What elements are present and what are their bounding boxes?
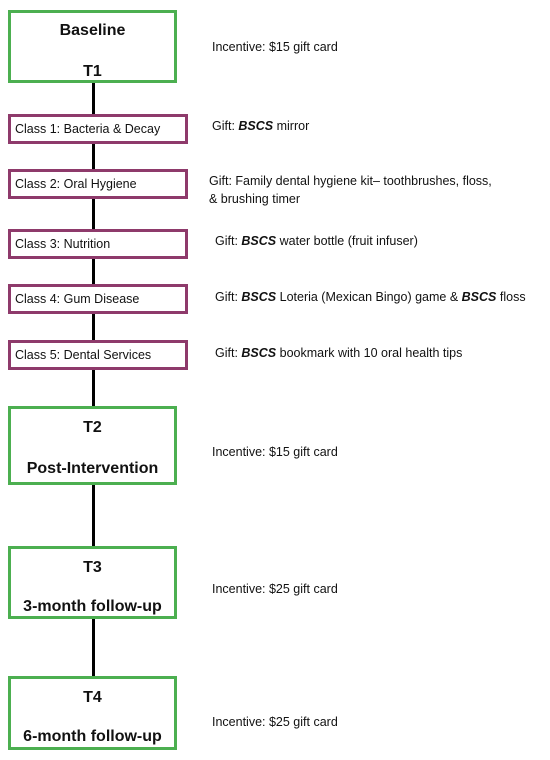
gift-brand-2: BSCS — [461, 290, 497, 304]
gift-brand: BSCS — [241, 290, 277, 304]
stage-box-t4: T4 6-month follow-up — [8, 676, 177, 750]
stage-title: Post-Intervention — [26, 460, 159, 477]
stage-timepoint: T1 — [83, 63, 102, 80]
gift-note-class-4: Gift: BSCS Loteria (Mexican Bingo) game … — [215, 288, 526, 306]
connector-line-class5-t2 — [92, 370, 95, 408]
stage-box-t3: T3 3-month follow-up — [8, 546, 177, 619]
connector-line-t1-class1 — [92, 82, 95, 114]
class-box-2: Class 2: Oral Hygiene — [8, 169, 188, 199]
class-box-4: Class 4: Gum Disease — [8, 284, 188, 314]
gift-item: bookmark with 10 oral health tips — [276, 346, 463, 360]
class-box-5: Class 5: Dental Services — [8, 340, 188, 370]
incentive-note-t2: Incentive: $15 gift card — [212, 445, 338, 459]
stage-timepoint: T3 — [83, 559, 102, 576]
gift-brand: BSCS — [238, 119, 274, 133]
gift-item-2: floss — [496, 290, 526, 304]
gift-line-2: & brushing timer — [209, 192, 301, 206]
incentive-note-t1: Incentive: $15 gift card — [212, 40, 338, 54]
gift-brand: BSCS — [241, 346, 277, 360]
stage-timepoint: T2 — [83, 419, 102, 436]
gift-note-class-1: Gift: BSCS mirror — [212, 117, 309, 135]
connector-line-t3-t4 — [92, 618, 95, 678]
gift-item: Loteria (Mexican Bingo) game & — [276, 290, 462, 304]
connector-line-class2-class3 — [92, 199, 95, 229]
gift-line-1: Gift: Family dental hygiene kit– toothbr… — [209, 174, 492, 188]
incentive-note-t3: Incentive: $25 gift card — [212, 582, 338, 596]
gift-note-class-2: Gift: Family dental hygiene kit– toothbr… — [209, 172, 492, 208]
connector-line-class4-class5 — [92, 314, 95, 340]
stage-box-t1: Baseline T1 — [8, 10, 177, 83]
gift-prefix: Gift: — [215, 234, 242, 248]
connector-line-class1-class2 — [92, 144, 95, 169]
stage-timepoint: T4 — [83, 689, 102, 706]
gift-prefix: Gift: — [215, 290, 242, 304]
gift-brand: BSCS — [241, 234, 277, 248]
class-box-1: Class 1: Bacteria & Decay — [8, 114, 188, 144]
gift-item: mirror — [273, 119, 310, 133]
stage-title: 3-month follow-up — [23, 598, 162, 615]
connector-line-t2-t3 — [92, 484, 95, 548]
gift-item: water bottle (fruit infuser) — [276, 234, 418, 248]
class-box-3: Class 3: Nutrition — [8, 229, 188, 259]
gift-prefix: Gift: — [215, 346, 242, 360]
stage-title: 6-month follow-up — [23, 728, 162, 745]
gift-note-class-3: Gift: BSCS water bottle (fruit infuser) — [215, 232, 418, 250]
stage-box-t2: T2 Post-Intervention — [8, 406, 177, 485]
gift-prefix: Gift: — [212, 119, 239, 133]
gift-note-class-5: Gift: BSCS bookmark with 10 oral health … — [215, 344, 462, 362]
incentive-note-t4: Incentive: $25 gift card — [212, 715, 338, 729]
connector-line-class3-class4 — [92, 259, 95, 284]
stage-title: Baseline — [59, 22, 126, 39]
